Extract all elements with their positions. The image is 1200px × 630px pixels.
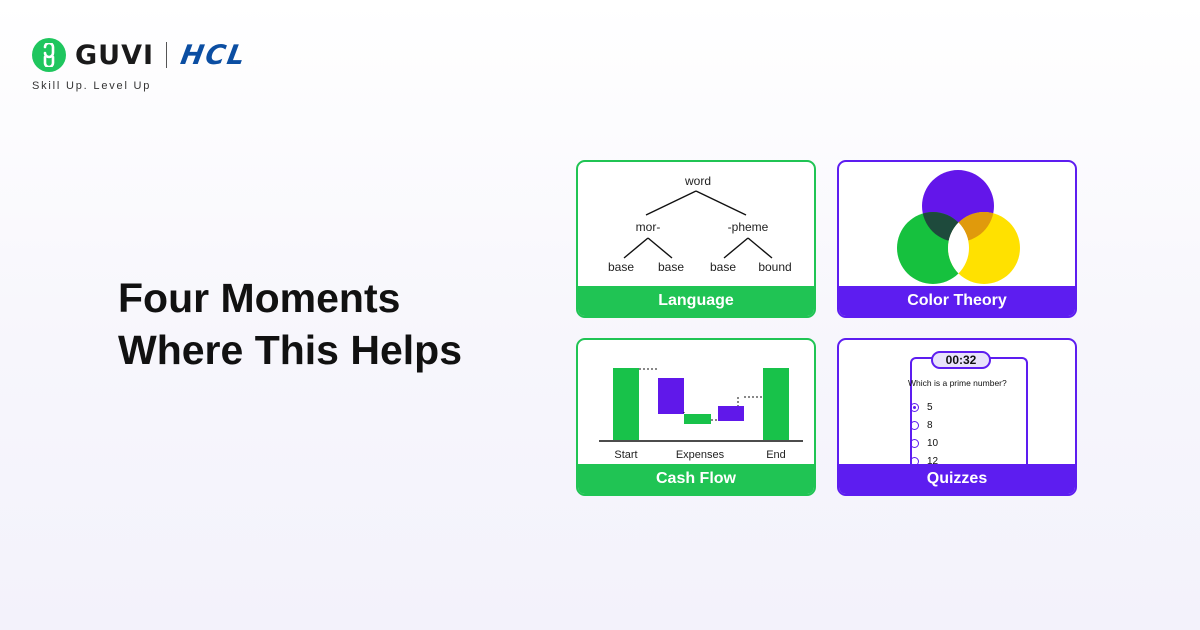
tree-leaf: base [607, 260, 635, 274]
radio-selected-icon[interactable] [910, 403, 919, 412]
logo-divider [166, 42, 168, 68]
purple-green-overlap [922, 212, 969, 242]
waterfall-diagram [599, 368, 803, 442]
color-theory-card: Color Theory [837, 160, 1077, 318]
tree-leaf: base [657, 260, 685, 274]
quiz-question: Which is a prime number? [908, 378, 1007, 388]
color-theory-card-label: Color Theory [839, 286, 1075, 316]
quiz-timer: 00:32 [931, 351, 991, 369]
language-card-label: Language [578, 286, 814, 316]
tree-node-left: mor- [635, 220, 661, 234]
quiz-option[interactable]: 8 [910, 420, 933, 431]
title-line-1: Four Moments [118, 275, 401, 321]
quiz-option-label: 5 [927, 402, 933, 413]
axis-label-expenses: Expenses [675, 449, 725, 461]
tree-node-right: -pheme [727, 220, 769, 234]
cash-flow-card-label: Cash Flow [578, 464, 814, 494]
morpheme-tree-diagram [623, 190, 773, 259]
quizzes-card-label: Quizzes [839, 464, 1075, 494]
end-bar [763, 368, 789, 440]
expense-bar [658, 378, 684, 414]
tree-leaf: bound [758, 260, 792, 274]
quiz-option[interactable]: 5 [910, 402, 933, 413]
brand-logo: GUVI HCL Skill Up. Level Up [32, 38, 250, 92]
axis-label-start: Start [614, 449, 638, 461]
guvi-wordmark: GUVI [75, 39, 155, 71]
increase-bar [684, 414, 711, 424]
tree-edge [723, 237, 749, 259]
tree-leaf: base [709, 260, 737, 274]
axis-label-end: End [766, 449, 786, 461]
quiz-option[interactable]: 10 [910, 438, 938, 449]
tree-edge [647, 237, 673, 259]
guvi-mark-icon [32, 38, 66, 72]
quizzes-card: 00:32 Which is a prime number? 5 8 10 12… [837, 338, 1077, 496]
expense-bar [718, 406, 744, 421]
title-line-2: Where This Helps [118, 327, 463, 373]
quiz-option-label: 8 [927, 420, 933, 431]
radio-icon[interactable] [910, 421, 919, 430]
purple-yellow-overlap [948, 212, 994, 242]
logo-row: GUVI HCL [32, 38, 250, 72]
page-title: Four Moments Where This Helps [118, 272, 462, 376]
language-card: word mor- -pheme base base base bound La… [576, 160, 816, 318]
tree-root-label: word [684, 174, 712, 188]
color-venn-diagram [897, 170, 1020, 284]
tree-edge [695, 190, 747, 216]
guvi-link-icon [43, 43, 55, 67]
brand-tagline: Skill Up. Level Up [32, 80, 152, 92]
hcl-wordmark: HCL [178, 39, 250, 71]
tree-edge [623, 237, 649, 259]
radio-icon[interactable] [910, 439, 919, 448]
cash-flow-card: Start Expenses End Cash Flow [576, 338, 816, 496]
quiz-option-label: 12 [927, 456, 939, 467]
start-bar [613, 368, 639, 440]
tree-edge [747, 237, 773, 259]
tree-edge [645, 190, 697, 216]
quiz-option-label: 10 [927, 438, 939, 449]
